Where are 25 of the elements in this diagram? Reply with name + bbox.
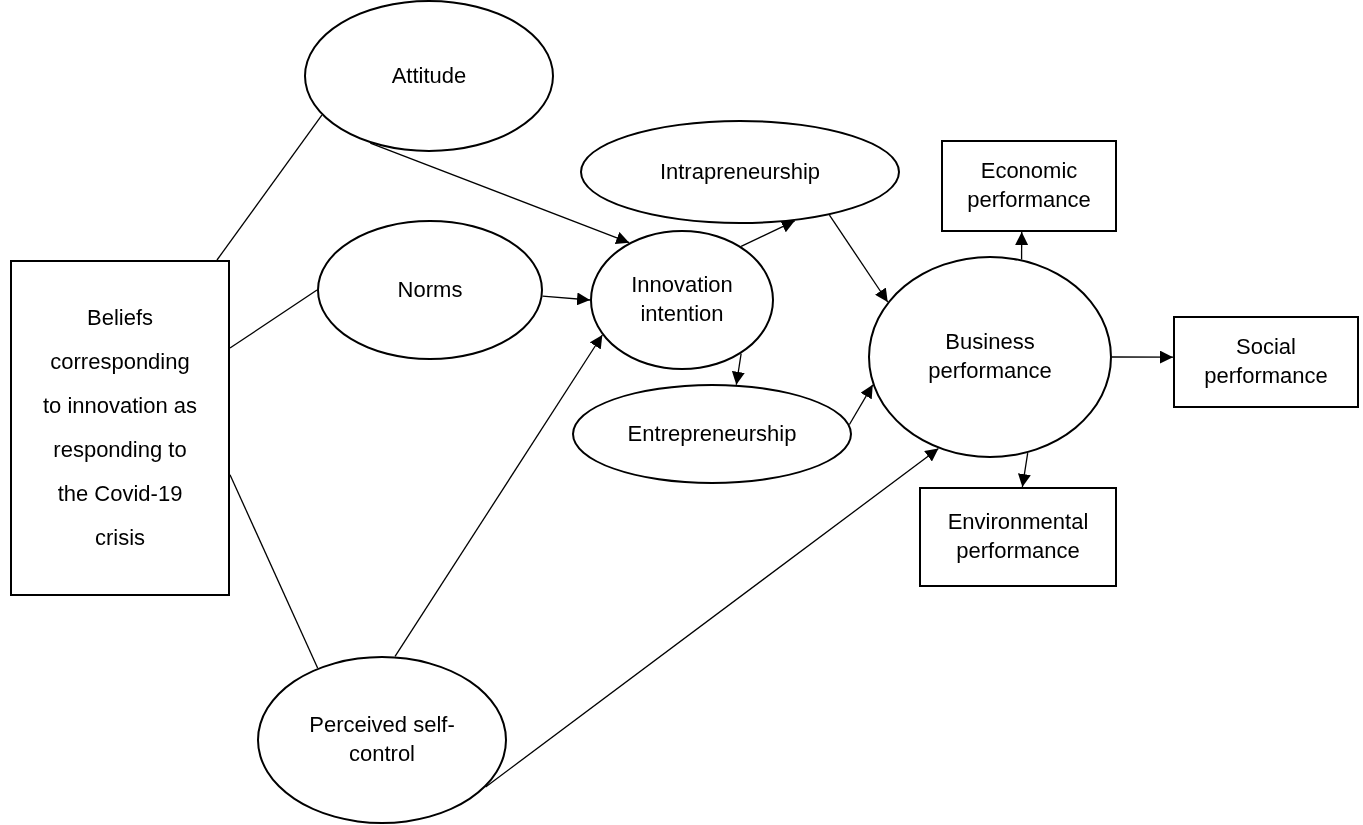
arrow <box>828 214 889 303</box>
node-label: Social performance <box>1203 333 1329 390</box>
node-label: Business performance <box>927 328 1053 385</box>
connector-line <box>216 114 323 261</box>
arrow <box>1111 350 1174 364</box>
node-label: Attitude <box>390 61 468 90</box>
construct-box <box>941 140 1117 232</box>
arrow <box>541 292 591 306</box>
arrow <box>394 334 603 658</box>
construct-box <box>10 260 230 596</box>
node-label: Entrepreneurship <box>626 419 798 448</box>
node-label: Intrapreneurship <box>658 157 822 186</box>
connector-line <box>229 289 318 349</box>
node-label: Innovation intention <box>630 271 734 328</box>
connector-line <box>229 474 319 669</box>
construct-box <box>919 487 1117 587</box>
node-label: Perceived self-control <box>308 711 456 768</box>
arrow <box>485 447 940 788</box>
arrow <box>731 352 745 386</box>
node-label: Economic performance <box>966 157 1092 214</box>
node-label: Norms <box>396 275 464 304</box>
construct-box <box>1173 316 1359 408</box>
node-label: Environmental performance <box>946 508 1090 565</box>
arrow <box>369 142 630 245</box>
node-label: Beliefs corresponding to innovation as responding to the Covid-19 crisis <box>41 304 199 552</box>
